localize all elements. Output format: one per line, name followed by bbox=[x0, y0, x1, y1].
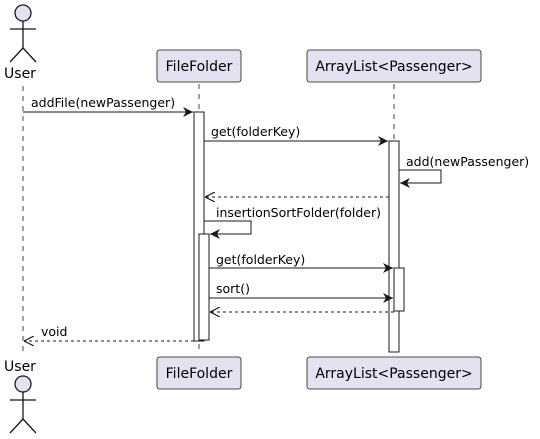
message-label: get(folderKey) bbox=[216, 252, 305, 267]
message-label: add(newPassenger) bbox=[406, 154, 529, 169]
message-label: void bbox=[41, 324, 67, 339]
activation-arraylist bbox=[388, 140, 400, 353]
participant-filefolder-bottom: FileFolder bbox=[156, 356, 242, 390]
message-insertionsortfolder: insertionSortFolder(folder) bbox=[204, 205, 381, 239]
message-label: get(folderKey) bbox=[211, 124, 300, 139]
message-get-folderkey-1: get(folderKey) bbox=[204, 124, 388, 146]
participant-box bbox=[156, 49, 242, 83]
participant-label: ArrayList<Passenger> bbox=[315, 59, 472, 75]
activation-filefolder-nested bbox=[198, 233, 210, 341]
participant-label: User bbox=[4, 359, 36, 375]
actor-icon bbox=[9, 375, 37, 434]
participant-label: ArrayList<Passenger> bbox=[315, 366, 472, 382]
message-label: sort() bbox=[216, 281, 250, 296]
activation-arraylist-nested bbox=[393, 267, 405, 312]
participant-label: FileFolder bbox=[166, 59, 233, 75]
message-arrow-self bbox=[399, 169, 442, 188]
message-addfile: addFile(newPassenger) bbox=[23, 95, 193, 117]
message-arrow-self bbox=[204, 220, 252, 239]
activation-filefolder bbox=[193, 111, 205, 342]
message-sort: sort() bbox=[209, 281, 393, 303]
message-void: void bbox=[24, 324, 194, 341]
participant-box bbox=[306, 49, 482, 83]
message-label: insertionSortFolder(folder) bbox=[216, 205, 381, 220]
message-add-newpassenger: add(newPassenger) bbox=[399, 154, 529, 188]
actor-icon bbox=[9, 4, 37, 63]
participant-label: User bbox=[4, 66, 36, 82]
participant-arraylist-bottom: ArrayList<Passenger> bbox=[306, 356, 482, 390]
participant-box bbox=[156, 356, 242, 390]
message-label: addFile(newPassenger) bbox=[31, 95, 175, 110]
participant-user-bottom: User bbox=[4, 359, 37, 434]
participant-label: FileFolder bbox=[166, 366, 233, 382]
participant-arraylist-top: ArrayList<Passenger> bbox=[306, 49, 482, 83]
participant-filefolder-top: FileFolder bbox=[156, 49, 242, 83]
participant-box bbox=[306, 356, 482, 390]
message-get-folderkey-2: get(folderKey) bbox=[209, 252, 393, 273]
participant-user-top: User bbox=[4, 4, 37, 82]
